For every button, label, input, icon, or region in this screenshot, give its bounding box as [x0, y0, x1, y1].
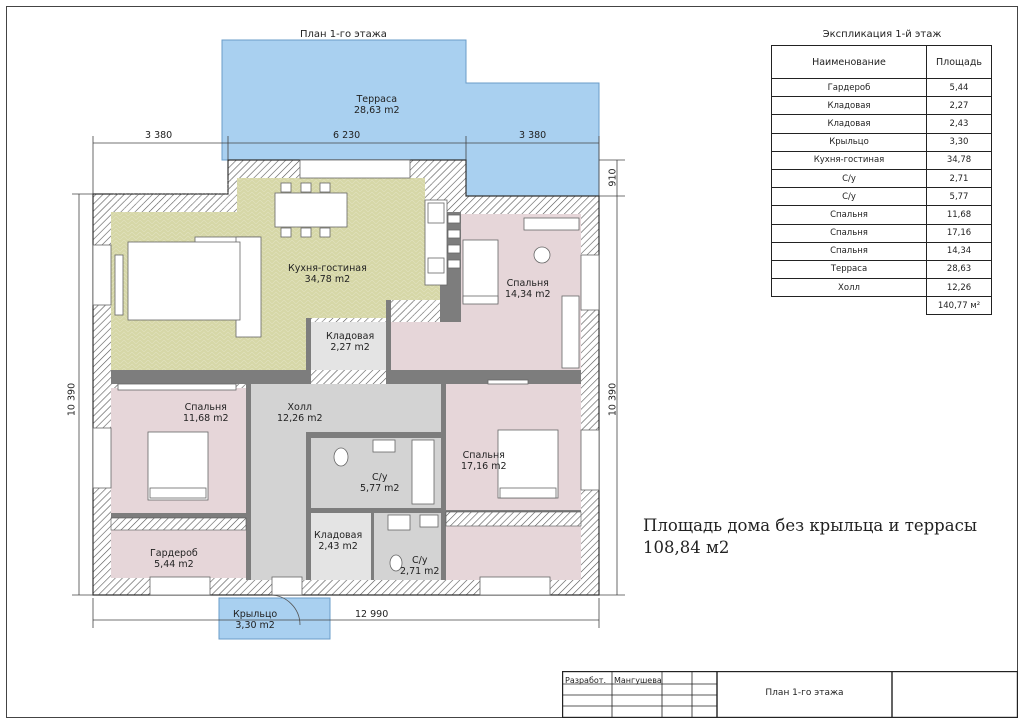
room-name-cell: Кладовая [771, 96, 927, 116]
dim-right-small: 910 [607, 168, 619, 187]
explication-title: Экспликация 1-й этаж [822, 29, 942, 40]
room-area-cell: 34,78 [926, 150, 992, 170]
room-area-cell: 12,26 [926, 278, 992, 298]
total-area-cell: 140,77 м² [926, 296, 992, 316]
room-name-cell: Крыльцо [771, 132, 927, 152]
pantry2-floor [311, 512, 371, 580]
room-area-cell: 17,16 [926, 223, 992, 243]
dim-bottom: 12 990 [355, 609, 389, 620]
room-area-cell: 2,71 [926, 168, 992, 189]
title-block [562, 671, 1018, 718]
header-area: Площадь [926, 45, 992, 79]
dim-top-right: 3 380 [519, 130, 547, 141]
room-area-cell: 5,77 [926, 187, 992, 207]
room-name-cell: С/у [771, 187, 927, 207]
room-name-cell: Спальня [771, 223, 927, 243]
room-area-cell: 5,44 [926, 77, 992, 98]
room-name-cell: Холл [771, 278, 927, 298]
room-area-cell: 14,34 [926, 241, 992, 261]
header-name: Наименование [771, 45, 927, 79]
title-block-sheet: План 1-го этажа [765, 688, 844, 698]
wardrobe-floor [111, 530, 246, 578]
room-name-cell: Гардероб [771, 77, 927, 98]
dim-left-height: 10 390 [66, 382, 78, 417]
room-area-cell: 28,63 [926, 259, 992, 280]
room-area-cell: 11,68 [926, 205, 992, 225]
floor-plan [72, 39, 625, 640]
total-empty [772, 297, 927, 315]
sheet-border [6, 6, 1018, 718]
dim-right-height: 10 390 [607, 382, 619, 417]
title-block-role: Разработ. [565, 676, 606, 685]
room-name-cell: С/у [771, 168, 927, 189]
room-area-cell: 2,43 [926, 114, 992, 134]
area-note-line1: Площадь дома без крыльца и террасы [643, 516, 977, 535]
room-area-cell: 3,30 [926, 132, 992, 152]
room-name-cell: Спальня [771, 241, 927, 261]
dim-top-mid: 6 230 [333, 130, 361, 141]
title-block-author: Мангушева [614, 676, 662, 685]
room-name-cell: Кладовая [771, 114, 927, 134]
room-name-cell: Терраса [771, 259, 927, 280]
hall-floor [251, 384, 441, 580]
dim-top-left: 3 380 [145, 130, 173, 141]
pantry1-floor [311, 322, 386, 370]
dimension-lines [72, 136, 625, 628]
room-area-cell: 2,27 [926, 96, 992, 116]
porch-area [218, 597, 331, 640]
total-row: 140,77 м² [772, 296, 992, 316]
area-note: Площадь дома без крыльца и террасы 108,8… [643, 515, 977, 559]
area-note-line2: 108,84 м2 [643, 538, 730, 557]
plan-title: План 1-го этажа [300, 29, 387, 40]
room-name-cell: Кухня-гостиная [771, 150, 927, 170]
room-name-cell: Спальня [771, 205, 927, 225]
